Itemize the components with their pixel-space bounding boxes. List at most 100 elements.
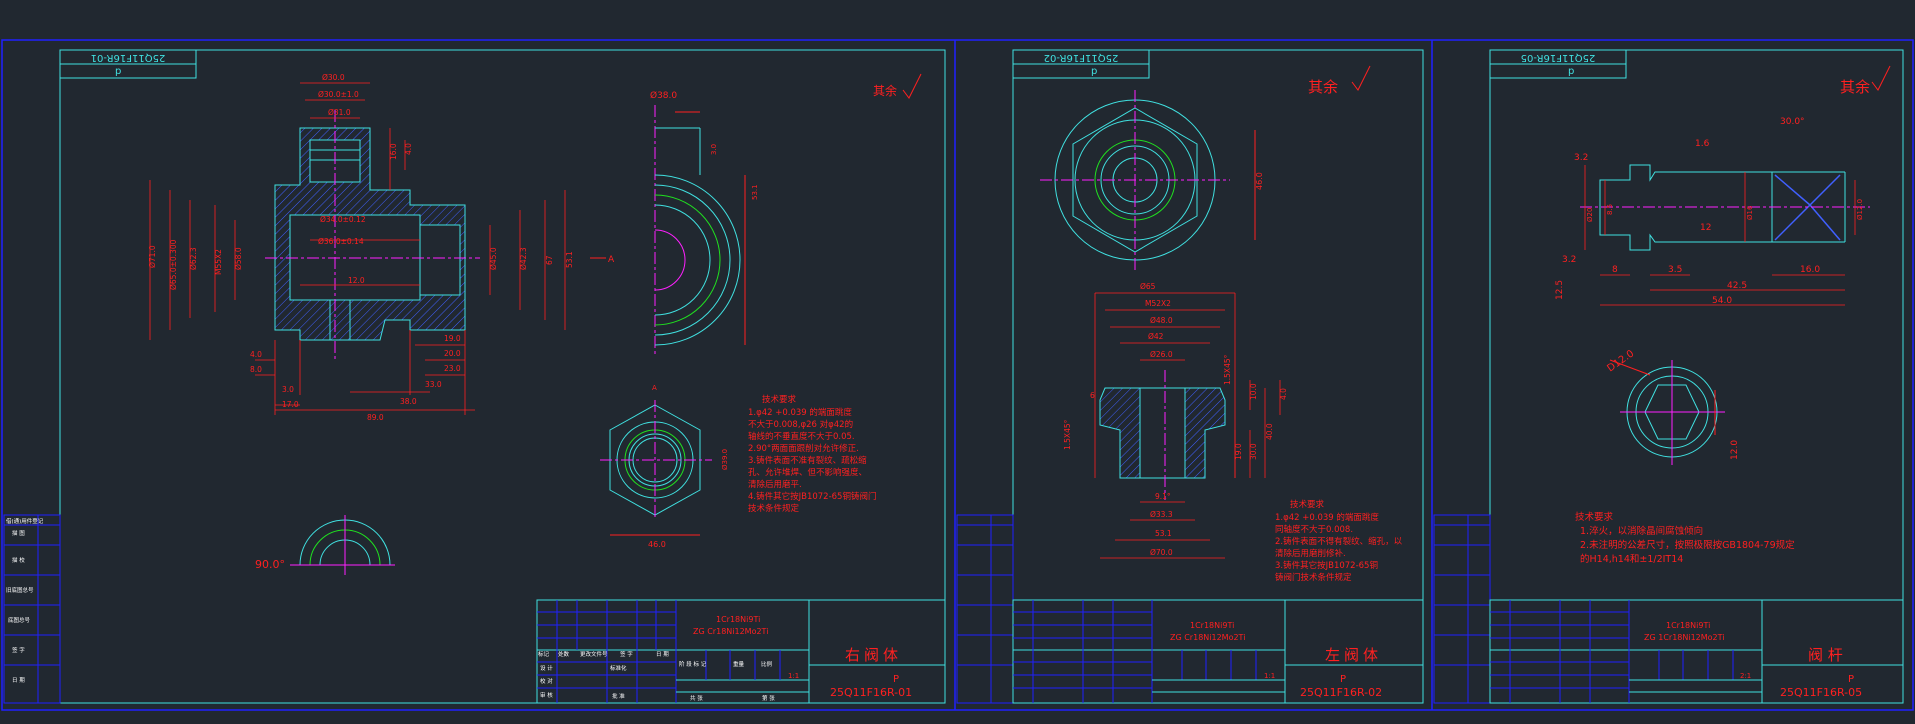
svg-text:Ø48.0: Ø48.0	[1150, 316, 1173, 325]
svg-text:底图总号: 底图总号	[8, 616, 31, 624]
sheet-3: 25Q11F16R-05 p 其余	[1433, 49, 1904, 704]
svg-text:Ø20: Ø20	[1586, 208, 1594, 222]
svg-text:Ø36.0±0.14: Ø36.0±0.14	[318, 237, 364, 246]
svg-text:批 准: 批 准	[612, 692, 625, 700]
svg-text:描 图: 描 图	[12, 529, 25, 537]
svg-text:1.5X45°: 1.5X45°	[1223, 354, 1232, 385]
sheet-1-side-table: 借(通)用件登记 描 图 描 校 旧底图总号 底图总号 签 字 日 期	[3, 514, 61, 704]
svg-text:P: P	[1340, 674, 1346, 685]
sheet-1-part-name: 右阀体	[845, 646, 902, 664]
svg-text:描 校: 描 校	[12, 556, 25, 564]
sheet-1-title-block: 标记 处数 更改文件号 签 字 日 期 设 计 标准化 校 对 审 核 批 准 …	[536, 599, 946, 704]
svg-text:12.0: 12.0	[348, 276, 365, 285]
svg-text:33.0: 33.0	[425, 380, 442, 389]
svg-text:ZG Cr18Ni12Mo2Ti: ZG Cr18Ni12Mo2Ti	[1170, 633, 1245, 642]
svg-text:Ø42.3: Ø42.3	[519, 247, 528, 270]
svg-text:Ø45.0: Ø45.0	[489, 247, 498, 270]
sheet-3-part-name: 阀 杆	[1808, 646, 1843, 664]
svg-text:M52X2: M52X2	[1145, 299, 1171, 308]
svg-text:30.0: 30.0	[1249, 443, 1258, 460]
sheet-3-stem-view: 3.2 1.6 30.0° Ø20 8.5 Ø16 Ø12.0 12 3.2 8…	[1555, 117, 1870, 306]
svg-text:技术要求: 技术要求	[762, 394, 797, 405]
svg-text:12.0: 12.0	[1730, 440, 1740, 460]
sheet-1-material-2: ZG Cr18Ni12Mo2Ti	[693, 627, 768, 636]
svg-text:日 期: 日 期	[12, 677, 25, 684]
svg-text:17.0: 17.0	[282, 400, 299, 409]
svg-text:4.0: 4.0	[250, 350, 262, 359]
svg-text:P: P	[893, 674, 899, 685]
svg-text:Ø39.0: Ø39.0	[721, 449, 729, 470]
svg-text:12.5: 12.5	[1555, 280, 1565, 300]
svg-text:2:1: 2:1	[1740, 672, 1751, 680]
svg-text:12: 12	[1700, 223, 1711, 233]
svg-text:其余: 其余	[1308, 78, 1338, 96]
svg-text:54.0: 54.0	[1712, 296, 1732, 306]
svg-text:标记: 标记	[538, 650, 550, 658]
svg-text:89.0: 89.0	[367, 413, 384, 422]
svg-text:1Cr18Ni9Ti: 1Cr18Ni9Ti	[1190, 621, 1234, 630]
svg-text:6: 6	[1090, 391, 1095, 400]
svg-text:不大于0.008,φ26 对φ42的: 不大于0.008,φ26 对φ42的	[748, 419, 853, 430]
sheet-1-border	[59, 49, 946, 704]
svg-text:19.0: 19.0	[444, 334, 461, 343]
svg-text:共 张: 共 张	[690, 694, 703, 702]
svg-text:4.0: 4.0	[404, 143, 413, 155]
svg-text:签 字: 签 字	[12, 646, 25, 654]
svg-text:P: P	[1848, 674, 1854, 685]
svg-text:1.6: 1.6	[1695, 139, 1710, 149]
svg-text:Ø30.0: Ø30.0	[322, 73, 345, 82]
svg-text:Ø62.3: Ø62.3	[189, 247, 198, 270]
svg-text:Ø16: Ø16	[1746, 205, 1754, 220]
sheet-2-part-code: 25Q11F16R-02	[1300, 686, 1382, 699]
svg-text:8.0: 8.0	[250, 365, 262, 374]
svg-text:4.铸件其它按JB1072-65铜铸阀门: 4.铸件其它按JB1072-65铜铸阀门	[748, 491, 876, 502]
svg-text:Ø12.0: Ø12.0	[1856, 199, 1864, 220]
svg-text:53.1: 53.1	[751, 184, 759, 200]
sheet-1-main-section	[265, 110, 480, 360]
sheet-3-title-block: 2:1 1Cr18Ni9Ti ZG 1Cr18Ni12Mo2Ti 阀 杆 P 2…	[1489, 599, 1904, 704]
svg-text:更改文件号: 更改文件号	[580, 650, 608, 658]
svg-text:19.0: 19.0	[1234, 443, 1243, 460]
svg-text:1.φ42 +0.039 的端面跳度: 1.φ42 +0.039 的端面跳度	[1275, 512, 1379, 523]
svg-text:p: p	[1568, 66, 1574, 77]
svg-text:1:1: 1:1	[1264, 672, 1275, 680]
svg-text:3.0: 3.0	[710, 144, 718, 155]
svg-text:清除后用磨平.: 清除后用磨平.	[748, 479, 802, 490]
svg-text:42.5: 42.5	[1727, 281, 1747, 291]
sheet-3-mirrored-code: 25Q11F16R-05	[1521, 52, 1596, 63]
svg-text:3.铸件表面不准有裂纹、疏松缩: 3.铸件表面不准有裂纹、疏松缩	[748, 455, 867, 466]
svg-text:比例: 比例	[761, 660, 773, 668]
svg-text:3.2: 3.2	[1574, 153, 1588, 163]
svg-text:孔、允许堆焊、但不影响强度、: 孔、允许堆焊、但不影响强度、	[748, 467, 867, 478]
sheet-1-tech-req: 技术要求 1.φ42 +0.039 的端面跳度 不大于0.008,φ26 对φ4…	[748, 394, 876, 514]
svg-text:8.5: 8.5	[1606, 204, 1614, 215]
sheet-2-side-table	[956, 514, 1014, 704]
svg-text:Ø42: Ø42	[1148, 332, 1164, 341]
sheet-1-dim-labels: Ø30.0 Ø30.0±1.0 Ø31.0 Ø34.0±0.12 Ø36.0±0…	[148, 73, 574, 422]
sheet-2-tech-req: 技术要求 1.φ42 +0.039 的端面跳度 同轴度不大于0.008. 2.铸…	[1275, 499, 1403, 583]
svg-text:20.0: 20.0	[444, 349, 461, 358]
svg-text:Ø58.0: Ø58.0	[234, 247, 243, 270]
svg-text:的H14,h14和±1/2IT14: 的H14,h14和±1/2IT14	[1580, 553, 1683, 565]
svg-text:技术要求: 技术要求	[1575, 511, 1614, 523]
svg-text:Ø34.0±0.12: Ø34.0±0.12	[320, 215, 366, 224]
sheet-2-mirrored-code: 25Q11F16R-02	[1044, 52, 1119, 63]
svg-text:3.0: 3.0	[282, 385, 294, 394]
sheet-1-dimensions	[149, 82, 566, 415]
svg-text:2.未注明的公差尺寸，按照极限按GB1804-79规定: 2.未注明的公差尺寸，按照极限按GB1804-79规定	[1580, 539, 1795, 551]
sheet-1-mirrored-code: 25Q11F16R-01	[91, 52, 166, 63]
sheet-2-part-name: 左阀体	[1325, 646, 1382, 664]
svg-text:1Cr18Ni9Ti: 1Cr18Ni9Ti	[1666, 621, 1710, 630]
svg-text:8: 8	[1612, 265, 1618, 275]
svg-text:10.0: 10.0	[1249, 383, 1258, 400]
svg-text:Ø38.0: Ø38.0	[650, 90, 677, 101]
svg-text:Ø31.0: Ø31.0	[328, 108, 351, 117]
sheet-3-end-view: D12.0 12.0	[1605, 348, 1740, 465]
sheet-1-arrow-a: A	[608, 255, 615, 265]
svg-text:同轴度不大于0.008.: 同轴度不大于0.008.	[1275, 524, 1353, 535]
outer-frame	[1, 39, 1914, 711]
sheet-1-half-view: Ø38.0 3.0 53.1	[650, 90, 759, 355]
svg-text:签 字: 签 字	[620, 650, 633, 658]
sheet-2-section-view: Ø65 M52X2 Ø48.0 Ø42 Ø26.0 9.1° Ø33.3 53.…	[1063, 282, 1288, 559]
svg-text:Ø33.3: Ø33.3	[1150, 510, 1173, 519]
